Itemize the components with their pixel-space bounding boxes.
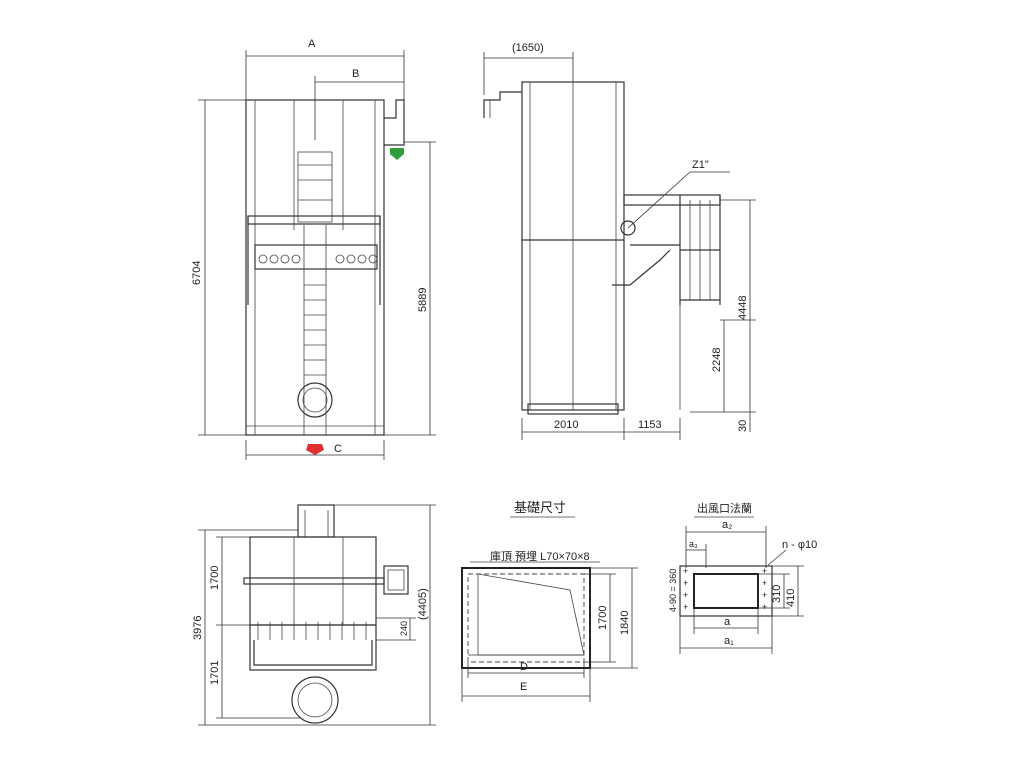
valve-circle [620,220,636,236]
flange-title: 出風口法蘭 [697,501,752,515]
svg-text:+: + [683,566,688,576]
plan-inlet-circle [291,676,339,724]
outlet-flange-detail: 出風口法蘭 a₂ a₃ n - φ10 + + + + + + + + 4-90… [668,501,817,654]
flange-holes-note: n - φ10 [782,539,817,551]
dim-plan-1701: 1701 [209,661,221,685]
dim-foundation-1840: 1840 [619,611,631,635]
svg-text:+: + [683,602,688,612]
side-platform [612,194,721,410]
dim-foundation-1700: 1700 [597,606,609,630]
dim-height-6704: 6704 [191,261,203,285]
plan-hopper [249,624,377,671]
dim-label-A: A [308,38,316,50]
dim-flange-a3: a₃ [689,539,698,549]
foundation-title: 基礎尺寸 [514,500,566,515]
filter-bag-header [254,244,378,270]
plan-view: 1700 3976 1701 240 (4405) [192,504,436,726]
svg-text:+: + [762,590,767,600]
dim-foundation-D: D [520,661,528,673]
dim-side-2248: 2248 [711,348,723,372]
svg-text:+: + [762,602,767,612]
foundation-outline [461,567,591,669]
foundation-detail: 基礎尺寸 庫頂 預埋 L70×70×8 D E 1700 1840 [461,500,638,702]
dim-flange-410: 410 [785,589,797,607]
dim-side-30: 30 [737,420,749,432]
svg-text:+: + [762,578,767,588]
outlet-marker [390,148,404,160]
dim-side-1153: 1153 [638,419,662,431]
svg-text:+: + [683,590,688,600]
svg-text:+: + [762,566,767,576]
plan-body [249,536,377,626]
ladder-cage-top [297,151,333,223]
dim-side-2010: 2010 [554,419,578,431]
platform-deck [247,215,381,225]
plan-side-duct [383,565,409,595]
front-body-outline [245,99,385,436]
flange-bolt-holes: + + + + + + + + [683,566,767,612]
plan-outlet-box [297,504,335,538]
dim-plan-3976: 3976 [192,616,204,640]
outlet-duct [384,99,405,146]
flange-opening [693,573,759,609]
dim-height-5889: 5889 [417,288,429,312]
dim-flange-spacing: 4-90 = 360 [668,569,678,612]
pipe-label-z1: Z1" [692,159,709,171]
foundation-note: 庫頂 預埋 L70×70×8 [490,549,590,563]
dim-flange-a2: a₂ [722,519,732,531]
flange-outer [679,565,773,617]
plan-bag-row [257,622,367,640]
dim-flange-a: a [724,616,731,628]
front-view: A B C 6704 5889 [191,38,436,460]
dim-side-1650: (1650) [512,42,544,54]
vertical-ladder [303,225,327,435]
dim-plan-240: 240 [399,621,409,636]
dim-label-C: C [334,443,342,455]
dim-foundation-E: E [520,681,527,693]
dim-flange-a1: a₁ [724,635,734,647]
bag-circles [258,254,378,264]
side-view: Z1" (1650) 4448 2248 30 2010 1153 [483,42,756,440]
dim-plan-4405: (4405) [417,588,429,620]
side-top-pipe [483,91,522,118]
dim-label-B: B [352,68,359,80]
dim-plan-1700: 1700 [209,566,221,590]
dim-side-4448: 4448 [737,296,749,320]
svg-text:+: + [683,578,688,588]
dim-flange-310: 310 [771,585,783,603]
inlet-marker [306,444,324,455]
inlet-duct-circle [297,382,333,418]
